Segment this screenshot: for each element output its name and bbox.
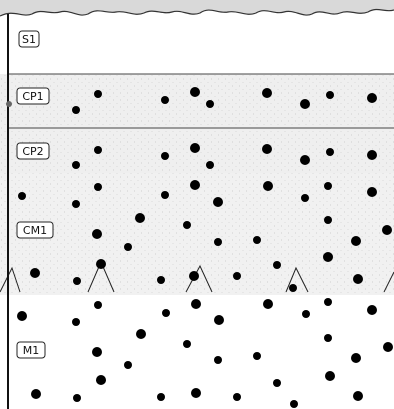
layer-label-cp1: CP1 [17,88,49,104]
particle-dot [92,229,102,239]
layer-label-cp2-text: CP2 [22,145,43,158]
particle-dot [214,315,224,325]
particle-dot [300,155,310,165]
particle-dot [183,340,191,348]
particle-dot [135,213,145,223]
rule-marker [6,101,12,107]
particle-dot [213,197,223,207]
particle-dot [233,272,241,280]
particle-dot [206,100,214,108]
particle-dot [367,187,377,197]
particle-dot [183,221,191,229]
layer-label-s1: S1 [19,31,39,47]
particle-dot [17,311,27,321]
particle-dot [30,268,40,278]
particle-dot [253,352,261,360]
layer-label-m1: M1 [17,342,45,358]
particle-dot [73,277,81,285]
particle-dot [31,389,41,399]
particle-dot [263,299,273,309]
particle-dot [351,236,361,246]
particle-dot [273,379,281,387]
particle-dot [94,90,102,98]
particle-dot [190,143,200,153]
particle-dot [302,310,310,318]
particle-dot [96,375,106,385]
particle-dot [353,274,363,284]
particle-dot [72,200,80,208]
layer-label-cp2: CP2 [17,143,49,159]
particle-dot [161,152,169,160]
particle-dot [190,180,200,190]
layer-label-cp1-text: CP1 [22,90,43,103]
particle-dot [263,181,273,191]
particle-dot [367,305,377,315]
particle-dot [18,192,26,200]
particle-dot [383,342,393,352]
particle-dot [157,276,165,284]
particle-dot [72,106,80,114]
particle-dot [191,299,201,309]
layer-label-m1-text: M1 [23,344,40,357]
particle-dot [324,182,332,190]
particle-dot [161,96,169,104]
particle-dot [124,361,132,369]
particle-dot [273,261,281,269]
particle-dot [324,216,332,224]
layer-label-s1-text: S1 [22,33,36,46]
particle-dot [92,347,102,357]
particle-dot [253,236,261,244]
particle-dot [190,87,200,97]
particle-dot [94,183,102,191]
particle-dot [189,271,199,281]
particle-dot [96,259,106,269]
particle-dot [214,356,222,364]
particle-dot [351,353,361,363]
particle-dot [73,394,81,402]
layer-label-cm1-text: CM1 [23,224,47,237]
layer-label-cm1: CM1 [17,222,53,238]
particle-dot [326,148,334,156]
particle-dot [72,161,80,169]
particle-dot [206,161,214,169]
particle-dot [353,391,363,401]
particle-dot [72,318,80,326]
particle-dot [233,393,241,401]
particle-dot [136,329,146,339]
particle-dot [289,284,297,292]
particle-dot [290,400,298,408]
particle-dot [324,334,332,342]
particle-dot [324,298,332,306]
particle-dot [262,88,272,98]
particle-dot [367,150,377,160]
particle-dot [382,225,392,235]
particle-dot [161,191,169,199]
particle-dot [325,371,335,381]
particle-dot [262,144,272,154]
particle-dot [162,309,170,317]
particle-dot [367,93,377,103]
particle-dot [326,91,334,99]
particle-dot [214,238,222,246]
particle-dot [157,393,165,401]
particle-dot [94,301,102,309]
particle-dot [301,194,309,202]
particle-dot [94,146,102,154]
particle-dot [300,99,310,109]
particle-dot [323,252,333,262]
particle-dot [191,388,201,398]
particle-dot [124,243,132,251]
